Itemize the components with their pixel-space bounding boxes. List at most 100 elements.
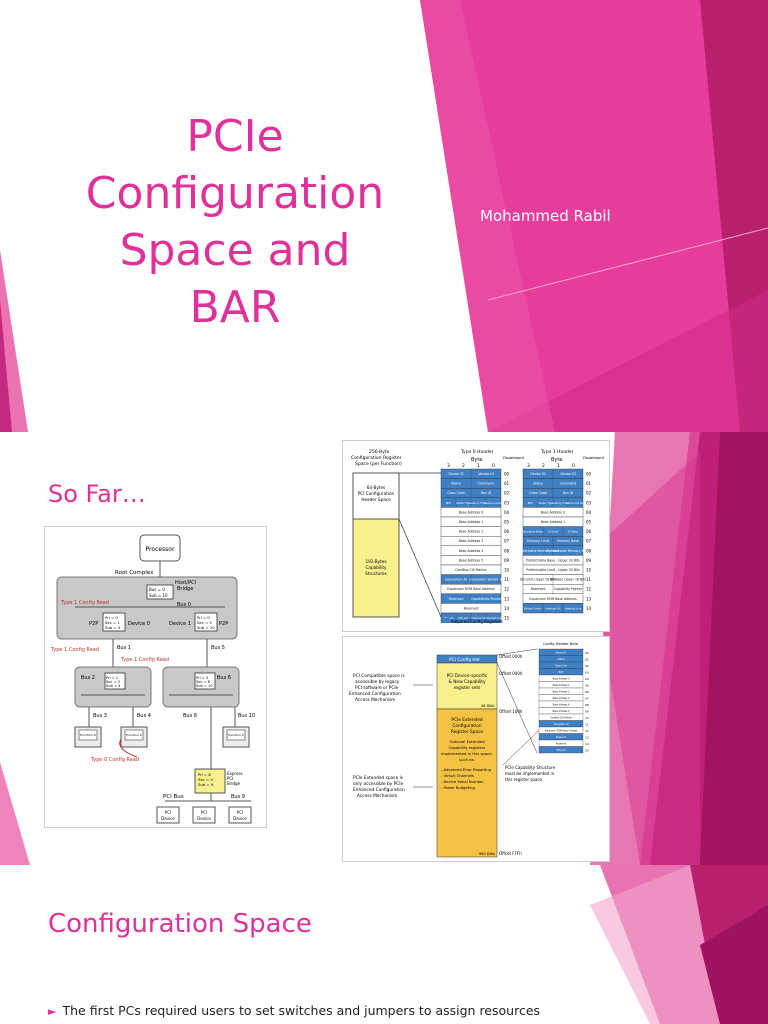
svg-text:Express: Express (227, 771, 243, 776)
svg-text:Type 1 Config Read: Type 1 Config Read (120, 657, 169, 663)
svg-text:register sets: register sets (454, 685, 482, 691)
svg-text:Space (per Function): Space (per Function) (355, 461, 402, 467)
mini-dword-offset: 04 (585, 677, 589, 681)
svg-text:Bridge: Bridge (177, 586, 193, 592)
register-label: Base Address 3 (459, 539, 484, 543)
dword-offset: 02 (586, 491, 592, 496)
config-header-diagram: 256-Byte Configuration Register Space (p… (342, 440, 610, 632)
byte-number: 1 (477, 463, 480, 469)
svg-text:Access Mechanism: Access Mechanism (357, 793, 398, 799)
svg-text:PCI: PCI (165, 810, 171, 815)
dword-offset: 08 (504, 548, 510, 553)
svg-text:48 DWs: 48 DWs (481, 704, 495, 708)
root-complex-label: Root Complex (115, 570, 154, 576)
register-label: Memory Base (557, 539, 579, 543)
register-label: I/O Base (568, 531, 579, 534)
mini-register-label: Max_Lat (556, 749, 565, 752)
svg-text:Sec = 6: Sec = 6 (196, 680, 211, 684)
svg-text:Sec = 5: Sec = 5 (197, 620, 212, 625)
dword-offset: 15 (504, 616, 510, 621)
so-far-slide-decoration (0, 432, 768, 865)
svg-text:Structures: Structures (365, 571, 387, 576)
svg-text:Host/PCI: Host/PCI (175, 580, 196, 586)
svg-text:64-Bytes: 64-Bytes (367, 485, 385, 490)
dword-offset: 11 (586, 577, 592, 582)
register-label: Cache Line Size (484, 502, 503, 505)
svg-text:- Device Serial Number: - Device Serial Number (441, 780, 484, 784)
svg-text:PCIe Extended: PCIe Extended (451, 717, 483, 723)
mini-dword-offset: 01 (585, 657, 589, 661)
dword-offset: 13 (504, 596, 510, 601)
mini-dword-offset: 14 (585, 742, 589, 746)
register-label: Capabilities Pointer (471, 597, 502, 601)
register-label: Interrupt Pin (471, 617, 486, 620)
svg-text:Device 0: Device 0 (128, 621, 150, 627)
register-label: Secondary Status (522, 531, 544, 534)
svg-text:PCI Configuration: PCI Configuration (358, 491, 395, 496)
mini-register-label: Device ID (556, 652, 567, 655)
svg-text:Pri = 5: Pri = 5 (196, 676, 208, 680)
svg-text:Bus 5: Bus 5 (211, 645, 225, 651)
config-slide-decoration (590, 865, 768, 1024)
svg-text:P2P: P2P (89, 621, 98, 627)
register-label: Bridge Control (524, 607, 542, 610)
mini-dword-offset: 15 (585, 748, 589, 752)
byte-number: 0 (572, 463, 575, 469)
svg-text:Bus 0: Bus 0 (177, 602, 191, 608)
svg-text:256-Byte: 256-Byte (369, 449, 390, 455)
mini-dword-offset: 02 (585, 664, 589, 668)
svg-text:Bus = 0: Bus = 0 (149, 587, 165, 592)
title-line: Configuration (85, 168, 385, 219)
mini-register-label: Reserved (556, 736, 567, 739)
svg-text:PCI Compatible space is: PCI Compatible space is (353, 673, 405, 679)
mini-register-label: BIST (559, 671, 565, 674)
register-label: Base Address 0 (459, 510, 484, 514)
svg-text:Function 0: Function 0 (126, 733, 142, 737)
dword-offset: 01 (586, 481, 592, 486)
svg-text:Sub = 4: Sub = 4 (105, 625, 121, 630)
svg-text:Sec = 2: Sec = 2 (106, 680, 120, 684)
svg-text:Enhanced Configuration: Enhanced Configuration (349, 691, 401, 697)
mini-register-label: CardBus CIS Pointer (550, 717, 572, 720)
svg-text:960 DWs: 960 DWs (479, 852, 495, 856)
title-slide-decoration (0, 0, 768, 432)
title-slide: PCIe Configuration Space and BAR Mohamme… (0, 0, 768, 432)
svg-text:Sub = 4: Sub = 4 (106, 684, 121, 688)
mini-dword-offset: 10 (585, 716, 589, 720)
mini-register-label: Base Address 0 (553, 678, 570, 681)
svg-text:Capability registers: Capability registers (449, 745, 486, 750)
svg-text:Required Config Registers: Required Config Registers (451, 619, 503, 624)
register-label: Memory Limit (527, 539, 550, 543)
extended-config-diagram: PCI Compatible space is accessible by le… (342, 636, 610, 862)
mini-register-label: Subsystem ID (553, 723, 568, 726)
dword-offset: 12 (504, 587, 510, 592)
register-label: Rev ID (481, 491, 492, 495)
register-label: Device ID (448, 472, 464, 476)
register-label: Class Code (447, 491, 465, 495)
svg-text:& New Capability: & New Capability (449, 679, 486, 685)
register-label: Device ID (530, 472, 546, 476)
slide-heading: So Far… (48, 480, 146, 508)
svg-text:Bus 4: Bus 4 (137, 713, 151, 719)
dword-offset: 06 (586, 529, 592, 534)
dword-offset: 05 (504, 520, 510, 525)
mini-register-label: Expansion ROM Base Address (545, 730, 578, 733)
mini-dword-offset: 06 (585, 690, 589, 694)
svg-text:Function 0: Function 0 (228, 733, 244, 737)
register-label: Base Address 1 (459, 520, 484, 524)
register-label: I/O Limit Upper 16 Bits (520, 578, 557, 582)
svg-text:this register space: this register space (505, 777, 543, 782)
svg-text:Pri = 1: Pri = 1 (106, 676, 118, 680)
svg-text:Byte: Byte (551, 457, 562, 463)
mini-dword-offset: 03 (585, 670, 589, 674)
register-label: Command (478, 482, 494, 486)
svg-text:PCI: PCI (201, 810, 207, 815)
svg-text:Sec = 9: Sec = 9 (198, 777, 213, 782)
configuration-space-slide: Configuration Space ►The first PCs requi… (0, 865, 768, 1024)
register-label: Vendor ID (478, 472, 494, 476)
mini-register-label: Reserved (556, 743, 567, 746)
svg-text:Doubleword: Doubleword (503, 456, 524, 460)
svg-text:Byte: Byte (471, 457, 482, 463)
register-label: Header Type (538, 502, 553, 505)
mini-dword-offset: 05 (585, 683, 589, 687)
